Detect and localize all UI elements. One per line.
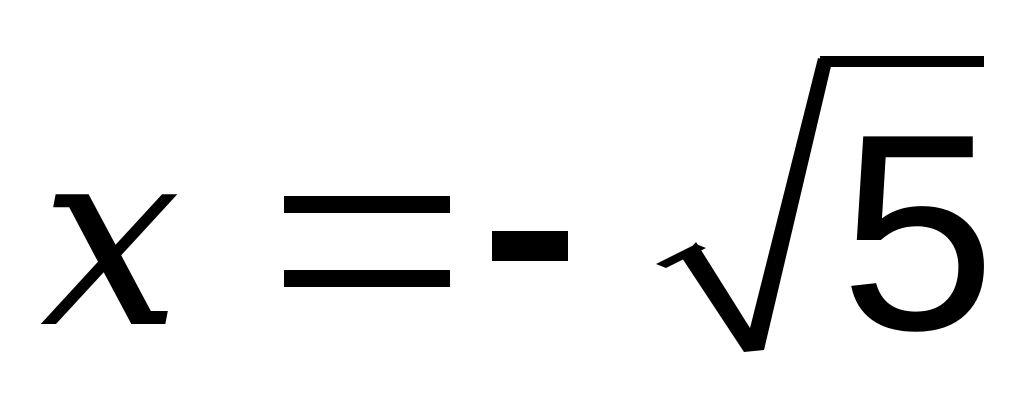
equals-top-bar	[284, 196, 450, 213]
minus-sign	[492, 231, 568, 261]
radicand-value: 5	[840, 77, 996, 389]
equals-bottom-bar	[284, 270, 450, 287]
radical-sign-icon	[656, 56, 984, 352]
equals-sign	[284, 196, 450, 288]
variable-x: x	[40, 92, 181, 383]
